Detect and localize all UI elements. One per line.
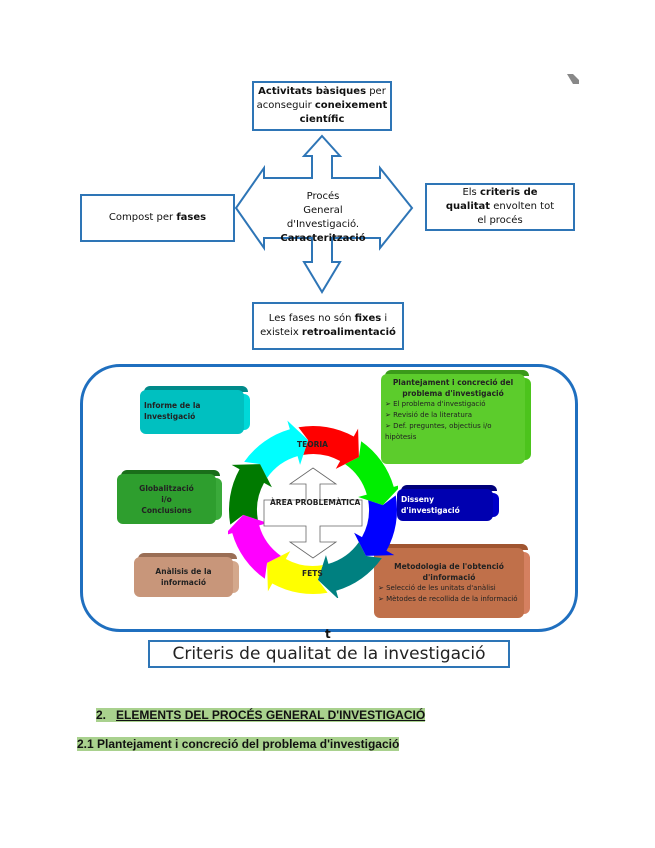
section-title: ELEMENTS DEL PROCÉS GENERAL D'INVESTIGAC… <box>116 708 426 722</box>
block-informe-title: Informe de la Investigació <box>144 401 201 421</box>
cycle-arrow-segment <box>267 551 328 594</box>
block-side-face <box>231 561 239 593</box>
label-area-problematica: ÀREA PROBLEMÀTICA <box>270 498 361 507</box>
label-fets: FETS <box>302 569 323 578</box>
connector-mark: t <box>325 627 331 641</box>
list-item: ➢ El problema d'investigació <box>385 400 486 408</box>
top-box-text: Activitats bàsiques per aconseguir conei… <box>256 86 388 125</box>
list-item: ➢ Revisió de la literatura <box>385 411 473 419</box>
block-front-face: Disseny d'investigació <box>397 489 493 521</box>
center-line-4: Caracterització <box>280 233 366 244</box>
block-analisi: Anàlisis de la informació <box>134 553 239 597</box>
cross-arrow-shape <box>234 134 414 294</box>
right-box-criteris: Els criteris de qualitat envolten tot el… <box>425 183 575 231</box>
block-top-face <box>401 485 497 491</box>
block-plantejament-title: Plantejament i concreció del problema d'… <box>392 378 514 398</box>
cycle-arrow-segment <box>229 464 272 525</box>
block-top-face <box>378 544 528 550</box>
section-heading: 2. ELEMENTS DEL PROCÉS GENERAL D'INVESTI… <box>96 708 426 722</box>
cycle-arrows <box>228 420 398 598</box>
block-globalitzacio: Globalització i/o Conclusions <box>117 470 222 524</box>
label-teoria: TEORIA <box>297 440 328 449</box>
center-line-2: General <box>303 205 343 216</box>
block-analisi-line2: informació <box>160 578 207 587</box>
left-box-text: Compost per fases <box>108 212 207 223</box>
block-top-face <box>144 386 248 392</box>
section-number: 2. <box>96 708 107 722</box>
left-box-fases: Compost per fases <box>80 194 235 242</box>
block-front-face: Anàlisis de la informació <box>134 557 233 597</box>
cycle-arrow-segment <box>354 495 397 556</box>
block-front-face: Informe de la Investigació <box>140 390 244 434</box>
four-way-arrow <box>234 134 414 294</box>
block-top-face <box>385 370 529 376</box>
block-side-face <box>491 493 499 517</box>
cycle-arrow-segment <box>345 441 398 506</box>
block-globalitzacio-line1: Globalització <box>139 483 194 493</box>
block-plantejament: Plantejament i concreció del problema d'… <box>381 370 531 464</box>
block-side-face <box>523 378 531 460</box>
cycle-arrow-segment <box>228 514 281 579</box>
block-top-face <box>121 470 220 476</box>
block-metodologia-title: Metodologia de l'obtenció d'informació <box>394 562 504 582</box>
cycle-arrow-segment <box>244 420 309 478</box>
cycle-arrow-segment <box>317 542 382 598</box>
area-problematica-arrow <box>263 467 363 559</box>
corner-mark-icon <box>567 74 579 84</box>
right-box-text: Els criteris de qualitat envolten tot el… <box>445 187 555 226</box>
block-analisi-line1: Anàlisis de la <box>155 567 212 576</box>
block-side-face <box>214 478 222 520</box>
block-metodologia: Metodologia de l'obtenció d'informació ➢… <box>374 544 530 618</box>
subsection-heading: 2.1 Plantejament i concreció del problem… <box>77 737 400 751</box>
cycle-frame <box>80 364 578 632</box>
criteris-qualitat-text: Criteris de qualitat de la investigació <box>172 644 486 664</box>
cross-center-text: Procés General d'Investigació. Caracteri… <box>278 190 368 246</box>
block-front-face: Plantejament i concreció del problema d'… <box>381 374 525 464</box>
block-side-face <box>242 394 250 430</box>
cycle-arrow-segment <box>298 426 359 469</box>
block-disseny: Disseny d'investigació <box>397 485 499 521</box>
block-disseny-title: Disseny d'investigació <box>401 495 460 515</box>
list-item: ➢ Selecció de les unitats d'anàlisi <box>378 584 496 592</box>
block-front-face: Globalització i/o Conclusions <box>117 474 216 524</box>
subsection-title: 2.1 Plantejament i concreció del problem… <box>77 737 400 751</box>
block-front-face: Metodologia de l'obtenció d'informació ➢… <box>374 548 524 618</box>
list-item: ➢ Mètodes de recollida de la informació <box>378 595 518 603</box>
block-side-face <box>522 552 530 614</box>
center-line-1: Procés <box>306 191 340 202</box>
center-line-3: d'Investigació. <box>286 219 360 230</box>
bottom-box-text: Les fases no són fixes i existeix retroa… <box>260 313 396 338</box>
block-informe: Informe de la Investigació <box>140 386 250 434</box>
criteris-qualitat-box: Criteris de qualitat de la investigació <box>148 640 510 668</box>
cycle-arrows-group <box>228 420 398 598</box>
top-box-activitats: Activitats bàsiques per aconseguir conei… <box>252 81 392 131</box>
block-globalitzacio-line3: Conclusions <box>141 505 192 515</box>
list-item: ➢ Def. preguntes, objectius i/o hipòtesi… <box>385 422 492 441</box>
block-globalitzacio-line2: i/o <box>161 494 172 504</box>
bottom-box-retroalimentacio: Les fases no són fixes i existeix retroa… <box>252 302 404 350</box>
block-top-face <box>138 553 237 559</box>
